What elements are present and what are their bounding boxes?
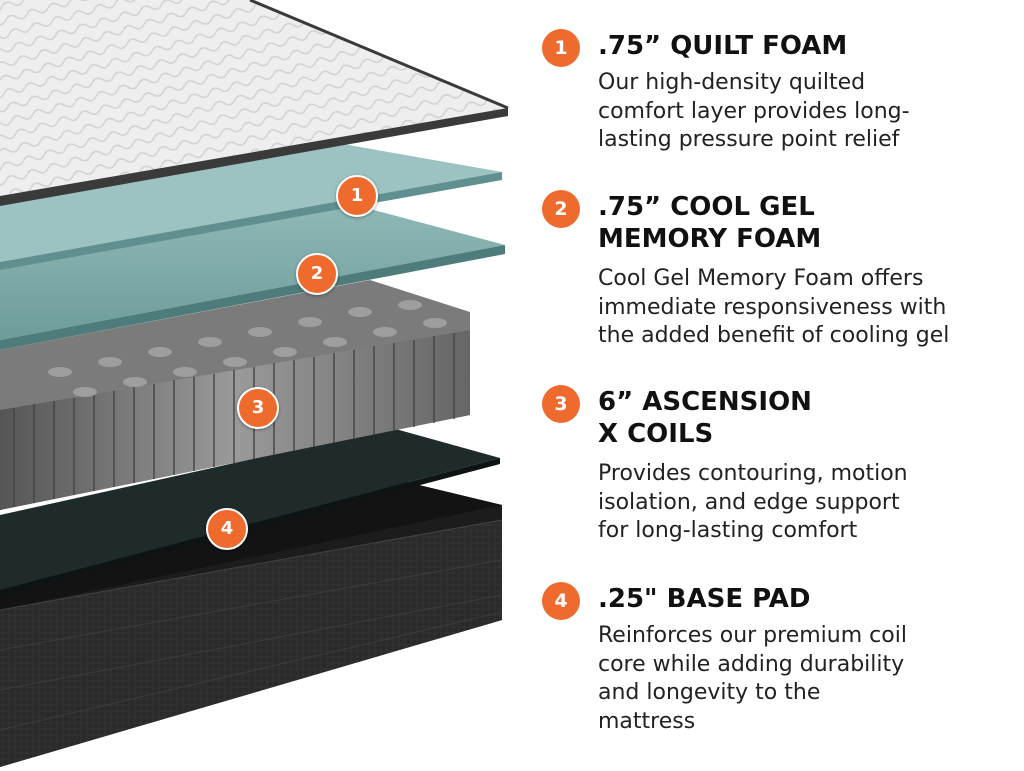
- layer-3-description: Provides contouring, motion isolation, a…: [598, 461, 908, 543]
- layer-4-badge: 4: [542, 582, 580, 620]
- layer-1-pin: 1: [336, 175, 378, 217]
- layer-4-description: Reinforces our premium coil core while a…: [598, 623, 907, 734]
- layer-1-badge: 1: [542, 29, 580, 67]
- layer-descriptions: 1 .75” QUILT FOAM Our high-density quilt…: [538, 0, 1024, 767]
- gel-foam-layer: [0, 205, 505, 350]
- mattress-layers-illustration: 1 2 3 4: [0, 0, 509, 767]
- layer-2-badge: 2: [542, 190, 580, 228]
- layer-3-badge: 3: [542, 385, 580, 423]
- layer-3-pin: 3: [237, 387, 279, 429]
- layer-4-pin: 4: [206, 508, 248, 550]
- base-pad-sheet: [0, 428, 500, 596]
- quilted-top-cover: [0, 0, 509, 206]
- layer-1-title: .75” QUILT FOAM: [598, 31, 848, 61]
- layer-2-description: Cool Gel Memory Foam offers immediate re…: [598, 266, 950, 348]
- mattress-layers-drawing: [0, 0, 509, 767]
- layer-2-title: .75” COOL GEL MEMORY FOAM: [598, 192, 822, 254]
- layer-3-title: 6” ASCENSION X COILS: [598, 387, 812, 449]
- layer-1-description: Our high-density quilted comfort layer p…: [598, 70, 910, 152]
- coil-layer: [0, 280, 470, 510]
- layer-4-title: .25" BASE PAD: [598, 584, 811, 614]
- layer-2-pin: 2: [296, 253, 338, 295]
